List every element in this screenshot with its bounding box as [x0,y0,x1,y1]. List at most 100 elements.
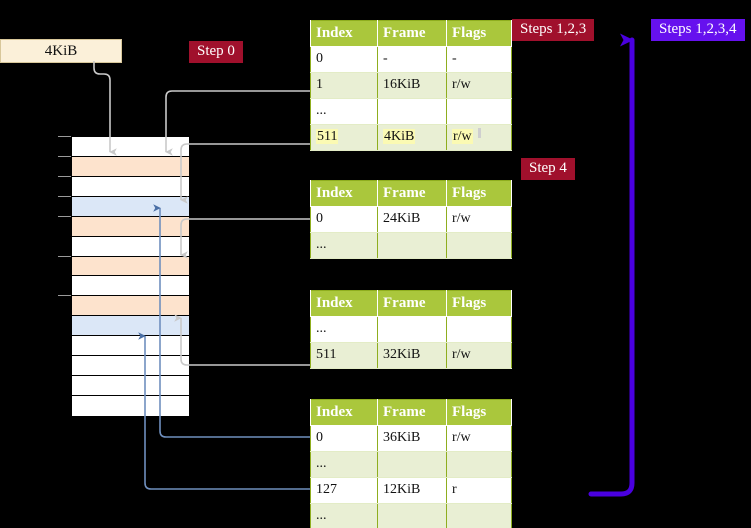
cell-flags: r/w [446,206,512,233]
memory-frame-0 [72,137,189,157]
wire-t1-row511-to-memory [180,143,310,204]
column-header-flags: Flags [446,180,512,207]
cell-frame [377,451,447,478]
cell-frame: 12KiB [377,477,447,504]
cell-flags [446,316,512,343]
cell-index: ... [310,98,378,125]
wire-t2-row0-to-memory [180,218,310,259]
highlighted-value: r/w [452,129,473,144]
memory-frame-9 [72,316,189,337]
cell-frame [377,98,447,125]
table-row: ... [310,98,512,125]
column-header-index: Index [310,399,378,426]
table-edge-nub [478,128,481,138]
cell-frame [377,232,447,259]
table-row: ... [310,503,512,528]
column-header-flags: Flags [446,399,512,426]
cell-flags [446,451,512,478]
cell-index: ... [310,503,378,528]
column-header-frame: Frame [377,20,447,47]
cell-index: 511 [310,124,378,151]
cell-index: 127 [310,477,378,504]
cell-index: ... [310,451,378,478]
memory-frame-6 [72,256,189,277]
cell-flags: - [446,46,512,73]
memory-tick-1 [58,155,71,157]
cell-flags [446,503,512,528]
column-header-frame: Frame [377,180,447,207]
cell-flags: r [446,477,512,504]
highlighted-value: 511 [316,129,339,144]
cell-frame [377,503,447,528]
memory-tick-2 [58,175,71,177]
cell-frame: - [377,46,447,73]
table-row: 0-- [310,46,512,73]
memory-tick-8 [58,295,71,297]
column-header-index: Index [310,180,378,207]
table-row: ... [310,316,512,343]
memory-frame-5 [72,236,189,257]
cell-index: 511 [310,342,378,369]
memory-tick-3 [58,195,71,197]
highlighted-value: 4KiB [383,129,416,144]
memory-frame-3 [72,196,189,217]
cell-frame [377,316,447,343]
memory-frame-13 [72,395,189,416]
cell-index: ... [310,316,378,343]
label-step-4: Step 4 [521,158,575,180]
cell-index: ... [310,232,378,259]
label-step-0: Step 0 [189,41,243,63]
memory-frame-11 [72,356,189,377]
cell-frame: 32KiB [377,342,447,369]
cell-frame: 24KiB [377,206,447,233]
cell-index: 0 [310,206,378,233]
cell-flags: r/w [446,124,512,151]
cell-index: 1 [310,72,378,99]
cell-flags [446,232,512,259]
cell-frame: 36KiB [377,425,447,452]
memory-tick-6 [58,255,71,257]
column-header-index: Index [310,20,378,47]
cell-flags: r/w [446,342,512,369]
wire-steps-bracket [588,33,635,497]
memory-frame-10 [72,336,189,357]
wire-t3-row511-to-memory [174,314,310,366]
column-header-index: Index [310,290,378,317]
memory-frame-8 [72,296,189,317]
physical-memory-column [71,136,190,416]
memory-frame-2 [72,176,189,197]
memory-frame-1 [72,156,189,177]
cell-frame: 4KiB [377,124,447,151]
cell-index: 0 [310,46,378,73]
label-steps-123: Steps 1,2,3 [512,19,595,41]
table-row: ... [310,232,512,259]
cell-index: 0 [310,425,378,452]
cell-flags: r/w [446,425,512,452]
column-header-flags: Flags [446,20,512,47]
memory-frame-7 [72,276,189,297]
column-header-flags: Flags [446,290,512,317]
memory-tick-4 [58,215,71,217]
frame-size-callout: 4KiB [0,39,122,63]
cell-frame: 16KiB [377,72,447,99]
column-header-frame: Frame [377,290,447,317]
table-row: ... [310,451,512,478]
column-header-frame: Frame [377,399,447,426]
memory-frame-12 [72,376,189,396]
cell-flags [446,98,512,125]
memory-tick-0 [58,136,71,137]
